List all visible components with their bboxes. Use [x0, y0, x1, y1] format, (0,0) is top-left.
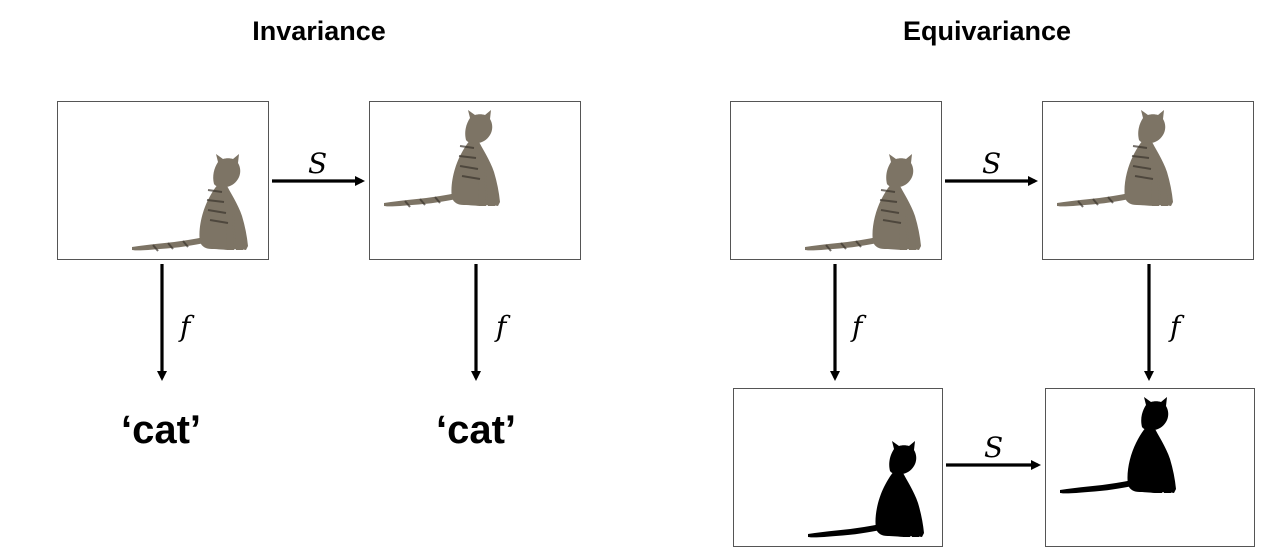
invariance-f-label-right: f: [496, 310, 507, 343]
equivariance-s-label-top: S: [982, 147, 1002, 180]
equivariance-transformed-frame: [1042, 101, 1254, 260]
equivariance-output-frame: [733, 388, 943, 547]
invariance-transformed-frame: [369, 101, 581, 260]
invariance-title: Invariance: [252, 16, 386, 46]
invariance-output-left: ‘cat’: [121, 408, 202, 452]
invariance-f-label-left: f: [180, 310, 191, 343]
cat-photo-icon: [1057, 110, 1173, 208]
cat-photo-icon: [132, 154, 248, 252]
invariance-s-label: S: [308, 147, 328, 180]
equivariance-input-frame: [730, 101, 942, 260]
equivariance-transformed-output-frame: [1045, 388, 1255, 547]
equivariance-title: Equivariance: [902, 16, 1072, 46]
invariance-output-right: ‘cat’: [436, 408, 517, 452]
equivariance-f-label-left: f: [852, 310, 863, 343]
equivariance-s-label-bottom: S: [984, 431, 1004, 464]
cat-photo-icon: [384, 110, 500, 208]
equivariance-f-label-right: f: [1170, 310, 1181, 343]
cat-photo-icon: [805, 154, 921, 252]
invariance-input-frame: [57, 101, 269, 260]
